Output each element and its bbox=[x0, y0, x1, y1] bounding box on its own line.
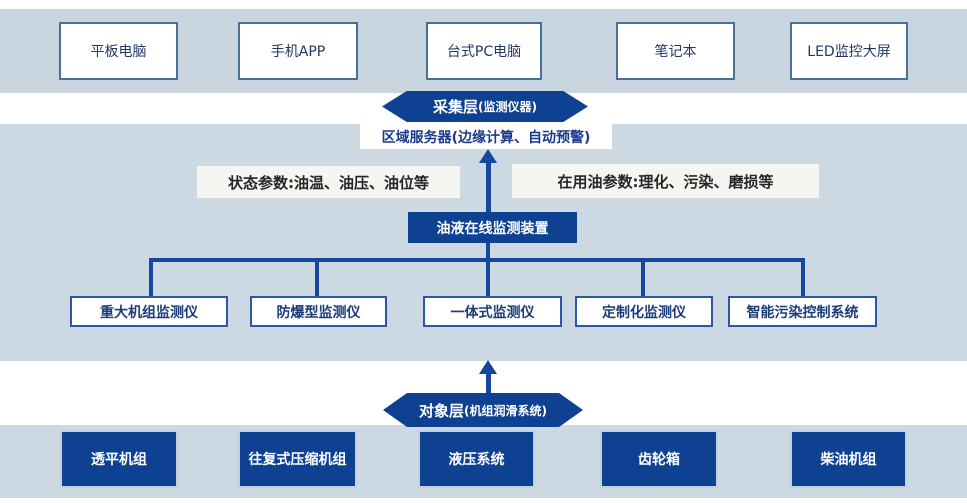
device-label: LED监控大屏 bbox=[807, 44, 891, 60]
monitor-box-pollution-control: 智能污染控制系统 bbox=[728, 296, 877, 327]
collection-layer-title: 采集层 bbox=[433, 98, 479, 116]
regional-server-box: 区域服务器(边缘计算、自动预警) bbox=[360, 124, 612, 149]
device-box-led-screen: LED监控大屏 bbox=[790, 22, 908, 80]
oil-params-label: 在用油参数:理化、污染、磨损等 bbox=[557, 172, 774, 191]
connector-horizontal bbox=[149, 258, 804, 262]
monitor-label: 一体式监测仪 bbox=[450, 304, 535, 321]
unit-box-gearbox: 齿轮箱 bbox=[600, 430, 718, 488]
unit-box-turbine: 透平机组 bbox=[60, 430, 178, 488]
oil-monitor-device-box: 油液在线监测装置 bbox=[408, 212, 577, 243]
unit-box-reciprocating-compressor: 往复式压缩机组 bbox=[238, 430, 357, 488]
monitor-label: 智能污染控制系统 bbox=[746, 304, 859, 321]
unit-box-diesel-engine: 柴油机组 bbox=[790, 430, 907, 488]
device-label: 平板电脑 bbox=[90, 44, 147, 60]
up-arrow-shaft bbox=[486, 373, 491, 393]
device-label: 台式PC电脑 bbox=[446, 44, 522, 60]
object-layer-subtitle: (机组润滑系统) bbox=[464, 403, 547, 418]
unit-label: 透平机组 bbox=[91, 452, 147, 468]
device-box-tablet: 平板电脑 bbox=[59, 22, 178, 80]
monitor-box-explosion-proof: 防爆型监测仪 bbox=[250, 296, 387, 327]
object-layer-title: 对象层 bbox=[419, 401, 465, 420]
oil-params-label-box: 在用油参数:理化、污染、磨损等 bbox=[512, 164, 819, 198]
connector-drop-5 bbox=[801, 258, 805, 296]
connector-stub bbox=[486, 243, 490, 260]
monitor-box-integrated: 一体式监测仪 bbox=[423, 296, 562, 327]
oil-monitor-device-label: 油液在线监测装置 bbox=[436, 220, 549, 237]
unit-label: 液压系统 bbox=[448, 452, 505, 468]
monitor-box-customized: 定制化监测仪 bbox=[575, 296, 713, 327]
status-params-label: 状态参数:油温、油压、油位等 bbox=[228, 173, 429, 192]
monitor-label: 重大机组监测仪 bbox=[100, 304, 198, 321]
monitor-box-major-unit: 重大机组监测仪 bbox=[70, 296, 228, 327]
object-layer-badge: 对象层 (机组润滑系统) bbox=[383, 393, 583, 427]
regional-server-label: 区域服务器(边缘计算、自动预警) bbox=[381, 129, 591, 146]
device-box-phone-app: 手机APP bbox=[238, 22, 358, 80]
unit-box-hydraulic-system: 液压系统 bbox=[418, 430, 535, 488]
up-arrow-icon bbox=[479, 149, 497, 163]
connector-drop-4 bbox=[641, 258, 645, 296]
device-box-laptop: 笔记本 bbox=[616, 22, 735, 80]
up-arrow-icon bbox=[479, 360, 497, 374]
monitor-label: 防爆型监测仪 bbox=[276, 304, 361, 321]
connector-drop-1 bbox=[149, 258, 153, 296]
unit-label: 柴油机组 bbox=[820, 452, 877, 468]
device-box-desktop-pc: 台式PC电脑 bbox=[426, 22, 542, 80]
connector-drop-3 bbox=[486, 258, 490, 296]
device-label: 笔记本 bbox=[654, 44, 697, 60]
connector-drop-2 bbox=[315, 258, 319, 296]
status-params-label-box: 状态参数:油温、油压、油位等 bbox=[197, 166, 460, 198]
unit-label: 往复式压缩机组 bbox=[248, 452, 347, 468]
monitor-label: 定制化监测仪 bbox=[602, 304, 686, 321]
device-label: 手机APP bbox=[270, 44, 326, 60]
collection-layer-badge: 采集层(监测仪器) bbox=[382, 91, 588, 122]
collection-layer-subtitle: (监测仪器) bbox=[478, 100, 537, 114]
unit-label: 齿轮箱 bbox=[638, 452, 680, 468]
up-arrow-shaft bbox=[486, 162, 491, 212]
